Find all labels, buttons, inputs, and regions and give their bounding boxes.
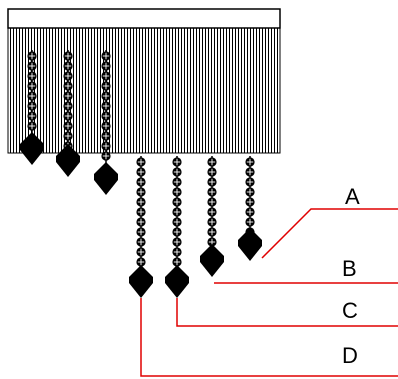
- leader-lines: [140, 208, 398, 377]
- crystal-drop: [200, 244, 224, 277]
- crystal-drop: [165, 265, 189, 298]
- beaded-strands: [20, 50, 262, 298]
- inner-strand-1: [20, 50, 44, 165]
- header-tape: [7, 8, 281, 29]
- leader-c: [176, 298, 398, 327]
- leader-a: [261, 208, 398, 259]
- label-b: B: [342, 256, 357, 281]
- crystal-drop: [56, 144, 80, 177]
- inner-strand-2: [56, 50, 80, 177]
- label-c: C: [342, 298, 358, 323]
- inner-strand-3: [94, 50, 118, 195]
- crystal-drop: [129, 265, 153, 298]
- outer-strand-3: [200, 156, 224, 277]
- outer-strand-2: [165, 156, 189, 298]
- fringe-panel: [7, 27, 281, 154]
- outer-strand-4: [238, 156, 262, 261]
- crystal-drop: [238, 228, 262, 261]
- leader-d: [140, 298, 398, 377]
- outer-strand-1: [129, 156, 153, 298]
- label-a: A: [345, 184, 360, 209]
- label-d: D: [342, 343, 358, 368]
- crystal-drop: [94, 162, 118, 195]
- crystal-drop: [20, 132, 44, 165]
